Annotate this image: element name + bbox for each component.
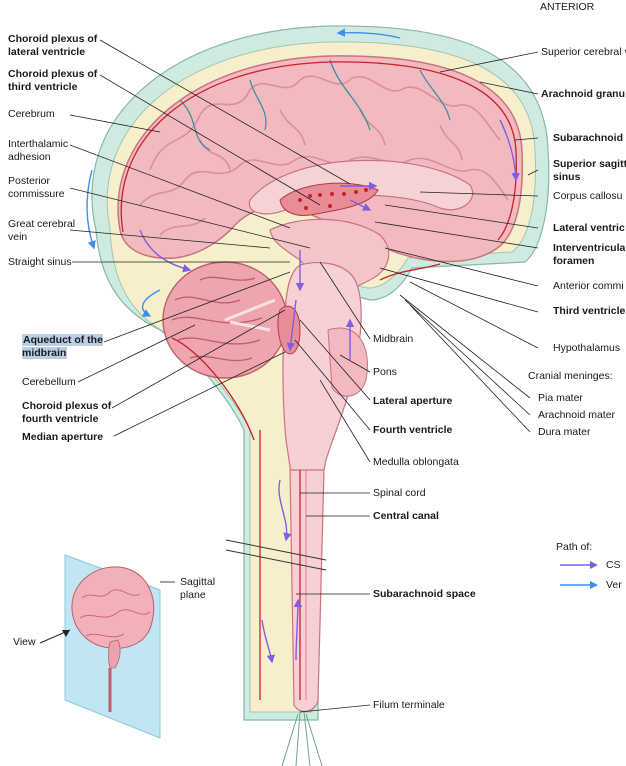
label-arachnoid-granu: Arachnoid granu bbox=[541, 88, 626, 100]
label-choroid-plexus-of: Choroid plexus of lateral ventricle bbox=[8, 33, 98, 58]
label-spinal-cord: Spinal cord bbox=[373, 487, 426, 499]
brainstem-shape bbox=[282, 262, 362, 481]
label-interventricula: Interventricula foramen bbox=[553, 242, 626, 267]
csf-flow-arrows bbox=[139, 119, 520, 664]
legend-title: Path of: bbox=[556, 541, 593, 553]
label-lateral-ventric: Lateral ventric bbox=[553, 222, 625, 234]
legend-csf-label: CS bbox=[606, 559, 621, 571]
label-cranial-meninges: Cranial meninges: bbox=[528, 370, 613, 382]
label-median-aperture: Median aperture bbox=[22, 431, 104, 443]
label-central-canal: Central canal bbox=[373, 510, 439, 522]
label-subarachnoid-space: Subarachnoid space bbox=[373, 588, 476, 600]
sagittal-plane-label: Sagittal plane bbox=[180, 576, 216, 601]
legend-venous-label: Ver bbox=[606, 579, 622, 591]
label-superior-cerebral-v: Superior cerebral v bbox=[541, 46, 626, 58]
venous-flow-arrows bbox=[86, 28, 401, 317]
label-great-cerebral: Great cerebral vein bbox=[8, 218, 76, 243]
cerebellum-shape bbox=[162, 261, 288, 379]
spinal-cord-shape bbox=[289, 469, 325, 713]
view-label: View bbox=[13, 636, 36, 648]
red-vessels bbox=[120, 61, 517, 700]
label-pons: Pons bbox=[373, 366, 397, 378]
diencephalon-shape bbox=[269, 218, 390, 299]
label-cerebrum: Cerebrum bbox=[8, 108, 55, 120]
label-fourth-ventricle: Fourth ventricle bbox=[373, 424, 453, 436]
label-filum-terminale: Filum terminale bbox=[373, 699, 445, 711]
inset-brain bbox=[71, 566, 155, 649]
label-interthalamic: Interthalamic adhesion bbox=[8, 138, 69, 163]
surface-veins bbox=[179, 59, 451, 151]
label-superior-sagitt: Superior sagitt sinus bbox=[553, 158, 626, 183]
label-dura-mater: Dura mater bbox=[538, 426, 591, 438]
label-subarachnoid: Subarachnoid bbox=[553, 132, 624, 144]
label-cerebellum: Cerebellum bbox=[22, 376, 76, 388]
label-lateral-aperture: Lateral aperture bbox=[373, 395, 453, 407]
label-posterior: Posterior commissure bbox=[8, 175, 65, 200]
filum-terminale bbox=[281, 711, 323, 766]
label-anterior-commi: Anterior commi bbox=[553, 280, 624, 292]
anterior-label: ANTERIOR bbox=[540, 1, 595, 13]
label-straight-sinus: Straight sinus bbox=[8, 256, 72, 268]
label-medulla-oblongata: Medulla oblongata bbox=[373, 456, 459, 468]
sagittal-plane-inset bbox=[64, 554, 161, 739]
label-midbrain: Midbrain bbox=[373, 333, 414, 345]
label-choroid-plexus-of: Choroid plexus of fourth ventricle bbox=[22, 400, 112, 425]
label-third-ventricle: Third ventricle bbox=[553, 305, 626, 317]
label-corpus-callosu: Corpus callosu bbox=[553, 190, 623, 202]
pons-shape bbox=[327, 327, 368, 397]
legend-arrows bbox=[560, 561, 598, 589]
leader-lines bbox=[69, 39, 539, 713]
label-hypothalamus: Hypothalamus bbox=[553, 342, 621, 354]
label-pia-mater: Pia mater bbox=[538, 392, 583, 404]
label-arachnoid-mater: Arachnoid mater bbox=[538, 409, 616, 421]
label-choroid-plexus-of: Choroid plexus of third ventricle bbox=[8, 68, 98, 93]
label-aqueduct-of-the: Aqueduct of the midbrain bbox=[22, 334, 103, 359]
choroid-plexus-dots bbox=[298, 188, 368, 210]
